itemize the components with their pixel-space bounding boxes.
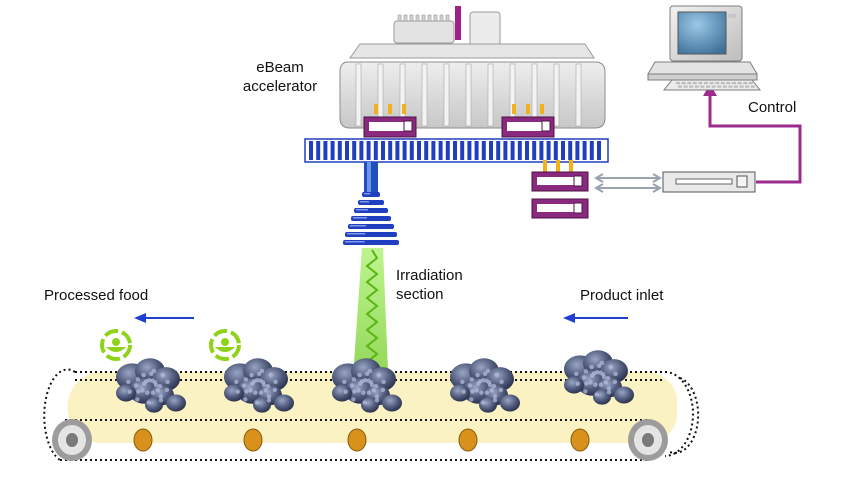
scanning-horn <box>343 162 399 245</box>
processed-food-label: Processed food <box>44 287 149 304</box>
radura-symbol-icon <box>209 329 241 361</box>
irradiation-label-line1: Irradiation <box>396 267 463 284</box>
accelerator-label: eBeam accelerator <box>238 58 322 96</box>
food-cluster-icon <box>224 358 294 413</box>
power-modulator-stack <box>531 160 589 219</box>
food-cluster-icon <box>450 358 520 413</box>
accelerator-label-line2: accelerator <box>242 78 318 95</box>
radura-symbol-icon <box>100 329 132 361</box>
accelerator-label-line1: eBeam <box>256 59 304 76</box>
modulator-unit-right <box>501 116 555 138</box>
control-label: Control <box>748 99 797 116</box>
irradiation-label: Irradiation section <box>396 266 463 304</box>
food-cluster-icon <box>564 350 634 405</box>
modulator-unit-left <box>363 116 417 138</box>
ebeam-accelerator <box>304 6 609 163</box>
outflow-arrow <box>134 313 194 323</box>
food-cluster-icon <box>332 358 402 413</box>
product-inlet-label: Product inlet <box>580 287 664 304</box>
desktop-computer-icon <box>647 5 762 91</box>
food-cluster-icon <box>116 358 186 413</box>
controller-box <box>662 171 756 193</box>
irradiation-label-line2: section <box>396 286 444 303</box>
inflow-arrow <box>563 313 628 323</box>
signal-arrows <box>593 173 663 193</box>
